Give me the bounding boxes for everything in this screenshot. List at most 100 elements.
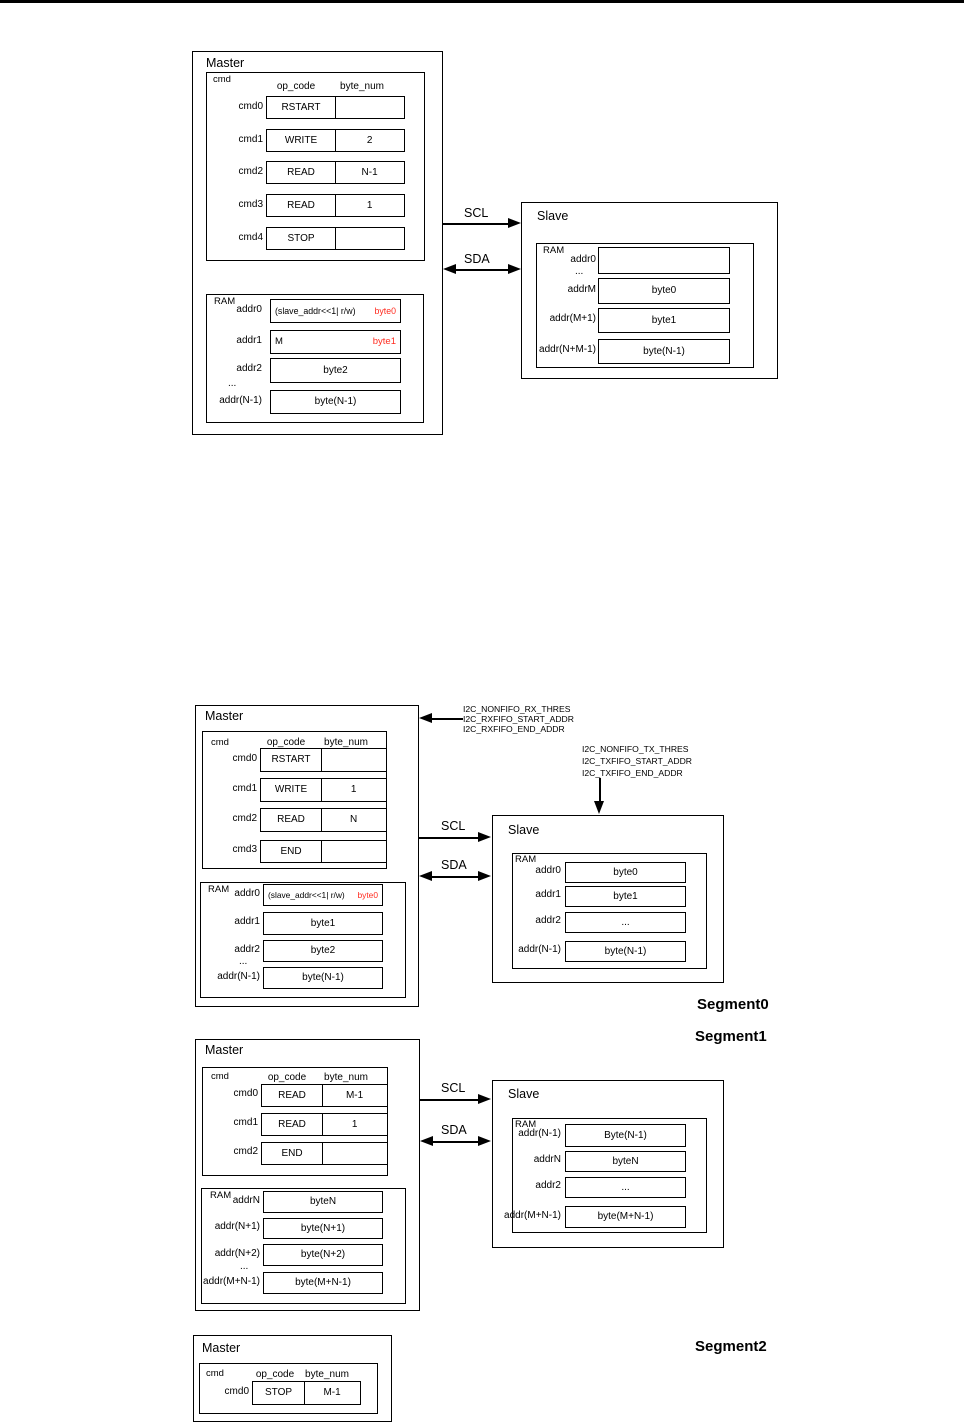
slave-ram-row-label: addr0 (535, 865, 561, 876)
sda-arrowhead-left-icon (420, 1136, 433, 1146)
slave-ram-cell: ... (565, 912, 686, 933)
op-code-cell: STOP (266, 227, 336, 250)
ram-cell: byte2 (270, 358, 401, 383)
byte-num-cell: N (320, 808, 387, 832)
slave-ram-cell: byteN (565, 1151, 686, 1172)
op-code-header: op_code (267, 1072, 307, 1083)
ram-table-label: RAM (210, 1190, 232, 1201)
byte-num-cell: 2 (334, 129, 405, 152)
slave-ram-row-label: addr(M+N-1) (504, 1210, 561, 1221)
slave-ram-row-label: addr2 (535, 1180, 561, 1191)
ram-cell: byte(N+1) (263, 1218, 383, 1239)
scl-arrowhead-right-icon (478, 1094, 491, 1104)
ram-ellipsis: ... (228, 378, 237, 389)
byte-num-header: byte_num (340, 81, 384, 92)
sda-arrowhead-left-icon (419, 871, 432, 881)
ram-row-label: addr0 (236, 304, 262, 315)
op-code-cell: RSTART (260, 748, 322, 772)
op-code-cell: END (260, 840, 322, 863)
rx-config-arrow (432, 718, 463, 720)
slave-ram-ellipsis: ... (575, 266, 584, 277)
slave-ram-cell: byte1 (565, 886, 686, 907)
op-code-cell: RSTART (266, 96, 336, 119)
cmd-table-label: cmd (213, 74, 231, 85)
tx-config-arrow (599, 778, 601, 802)
cmd-row-label: cmd1 (233, 1117, 258, 1128)
op-code-cell: STOP (252, 1381, 305, 1405)
op-code-header: op_code (266, 737, 306, 748)
scl-arrowhead-right-icon (508, 218, 521, 228)
slave-ram-cell: ... (565, 1177, 686, 1198)
tx-config-register: I2C_TXFIFO_START_ADDR (582, 756, 692, 766)
sda-arrowhead-left-icon (443, 264, 456, 274)
slave-ram-row-label: addr(N+M-1) (539, 344, 596, 355)
op-code-cell: READ (261, 1113, 323, 1136)
cmd-row-label: cmd3 (232, 844, 257, 855)
sda-arrow (433, 1141, 478, 1143)
ram-row-label: addr1 (236, 335, 262, 346)
slave-ram-cell: Byte(N-1) (565, 1124, 686, 1147)
segment0-label: Segment0 (697, 996, 769, 1013)
byte-num-cell (334, 227, 405, 250)
cmd-row-label: cmd2 (232, 813, 257, 824)
slave-ram-label: RAM (515, 854, 537, 865)
ram-cell-black-text: M (275, 336, 283, 348)
slave-ram-cell: byte(M+N-1) (565, 1206, 686, 1228)
ram-ellipsis: ... (240, 1261, 249, 1272)
byte-num-cell: N-1 (334, 161, 405, 184)
cmd-row-label: cmd0 (238, 101, 263, 112)
ram-row-label: addr(N-1) (219, 395, 262, 406)
ram-row-label: addr(N+1) (214, 1221, 260, 1232)
op-code-cell: END (261, 1142, 323, 1165)
ram-ellipsis: ... (239, 956, 248, 967)
ram-cell-black-text: (slave_addr<<1| r/w) (275, 305, 356, 316)
byte-num-cell (320, 748, 387, 772)
slave-ram-cell: byte1 (598, 308, 730, 333)
segment2-label: Segment2 (695, 1338, 767, 1355)
slave-ram-row-label: addrM (567, 284, 596, 295)
op-code-cell: READ (260, 808, 322, 832)
slave-title: Slave (508, 823, 540, 837)
ram-cell: (slave_addr<<1| r/w) byte0 (263, 884, 383, 906)
ram-row-label: addr1 (234, 916, 260, 927)
sda-label: SDA (464, 252, 490, 266)
slave-ram-label: RAM (515, 1119, 537, 1130)
byte-num-cell: M-1 (303, 1381, 361, 1405)
slave-ram-row-label: addr(N-1) (518, 1128, 561, 1139)
slave-ram-cell (598, 247, 730, 274)
byte-num-header: byte_num (305, 1369, 349, 1380)
cmd-row-label: cmd0 (233, 1088, 258, 1099)
slave-ram-row-label: addr0 (570, 254, 596, 265)
ram-row-label: addr2 (234, 944, 260, 955)
master-title: Master (205, 709, 244, 723)
ram-row-label: addr(N-1) (217, 971, 260, 982)
byte-num-header: byte_num (324, 737, 368, 748)
ram-table-label: RAM (208, 884, 230, 895)
ram-cell: byte(N+2) (263, 1244, 383, 1266)
sda-arrow (432, 876, 478, 878)
cmd-row-label: cmd3 (238, 199, 263, 210)
ram-table-label: RAM (214, 296, 236, 307)
master-title: Master (202, 1341, 241, 1355)
cmd-row-label: cmd2 (238, 166, 263, 177)
slave-ram-row-label: addr2 (535, 915, 561, 926)
cmd-row-label: cmd0 (224, 1386, 249, 1397)
slave-ram-row-label: addr1 (535, 889, 561, 900)
scl-label: SCL (441, 1081, 466, 1095)
segment1-label: Segment1 (695, 1028, 767, 1045)
slave-ram-cell: byte(N-1) (565, 941, 686, 962)
ram-cell-red-text: byte0 (357, 889, 379, 900)
byte-num-cell: 1 (334, 194, 405, 217)
rx-config-register: I2C_RXFIFO_START_ADDR (463, 714, 574, 724)
scl-label: SCL (464, 206, 489, 220)
ram-cell: byte(N-1) (263, 967, 383, 989)
scl-arrow (443, 223, 508, 225)
op-code-cell: READ (261, 1084, 323, 1107)
byte-num-header: byte_num (324, 1072, 368, 1083)
ram-cell: (slave_addr<<1| r/w) byte0 (270, 299, 401, 323)
sda-label: SDA (441, 858, 467, 872)
cmd-row-label: cmd1 (238, 134, 263, 145)
slave-ram-cell: byte0 (565, 862, 686, 883)
ram-cell: byte(N-1) (270, 390, 401, 414)
tx-config-register: I2C_NONFIFO_TX_THRES (582, 744, 689, 754)
